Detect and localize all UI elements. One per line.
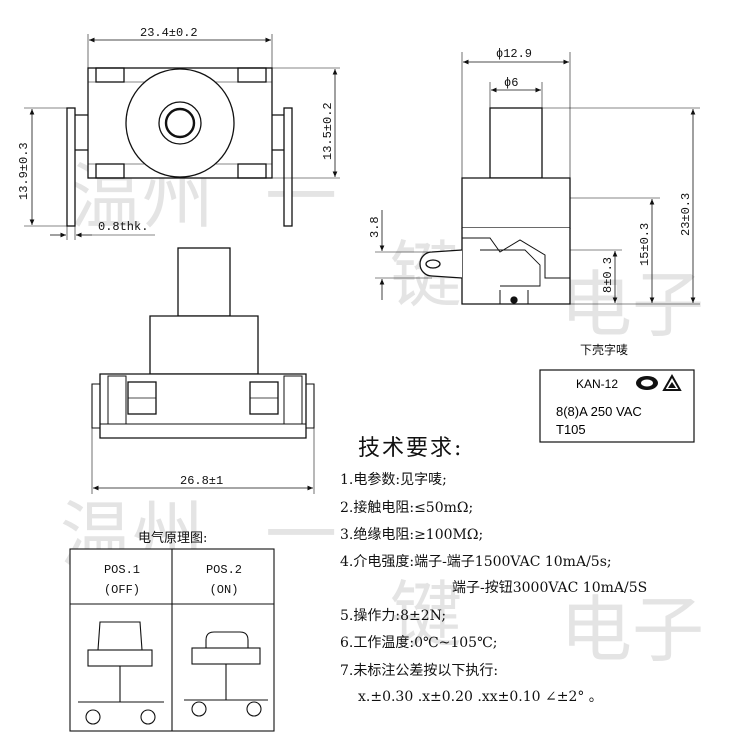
watermark-text-4: 电子 — [560, 263, 704, 347]
requirement-item: 3.绝缘电阻:≥100MΩ; — [340, 527, 484, 543]
label-rating-text: 8(8)A 250 VAC — [556, 404, 642, 419]
triangle-warning-icon — [662, 373, 682, 391]
requirement-item: 7.未标注公差按以下执行: — [340, 663, 499, 679]
top-right-height-dimension: 13.5±0.2 — [321, 102, 335, 160]
requirement-item: 端子-按钮3000VAC 10mA/5S — [452, 580, 648, 596]
marking-label-box — [539, 369, 695, 443]
outer-diameter-dimension: ϕ12.9 — [496, 47, 532, 61]
pos2-label: POS.2 — [205, 563, 242, 577]
requirement-item: 6.工作温度:0℃~105℃; — [340, 635, 498, 651]
requirements-title: 技术要求: — [358, 436, 464, 461]
pos1-label: POS.1 — [103, 563, 140, 577]
inner-diameter-dimension: ϕ6 — [504, 76, 518, 90]
requirement-item: x.±0.30 .x±0.20 .xx±0.10 ∠±2° 。 — [358, 689, 603, 705]
top-width-dimension: 23.4±0.2 — [140, 26, 198, 40]
requirement-item: 2.接触电阻:≤50mΩ; — [340, 500, 474, 516]
label-model-text: KAN-12 — [576, 377, 618, 391]
front-width-dimension: 26.8±1 — [180, 474, 223, 488]
top-left-height-dimension: 13.9±0.3 — [17, 142, 31, 200]
thickness-dimension: 0.8thk. — [98, 220, 148, 234]
requirement-item: 1.电参数:见字唛; — [340, 472, 447, 488]
schematic-table — [69, 548, 275, 732]
lug-dimension: 3.8 — [368, 216, 382, 238]
requirement-item: 4.介电强度:端子-端子1500VAC 10mA/5s; — [340, 554, 612, 570]
requirement-item: 5.操作力:8±2N; — [340, 608, 447, 624]
pos1-state: (OFF) — [103, 583, 140, 597]
front-view — [91, 247, 315, 494]
watermark-text-2: 一 — [265, 155, 337, 239]
pos2-state: (ON) — [209, 583, 239, 597]
top-view — [24, 34, 340, 240]
watermark-text-6: 一 — [265, 493, 337, 577]
watermark-text-7: 键 — [390, 573, 462, 657]
side-view — [375, 52, 700, 305]
height-15-dimension: 15±0.3 — [638, 223, 652, 266]
schematic-title: 电气原理图: — [138, 531, 208, 546]
label-caption: 下壳字唛 — [580, 343, 629, 357]
height-8-dimension: 8±0.3 — [601, 257, 615, 293]
label-temp-text: T105 — [556, 422, 586, 437]
height-23-dimension: 23±0.3 — [679, 193, 693, 236]
cqc-mark-icon — [636, 376, 658, 390]
watermark-text-8: 电子 — [560, 588, 704, 672]
